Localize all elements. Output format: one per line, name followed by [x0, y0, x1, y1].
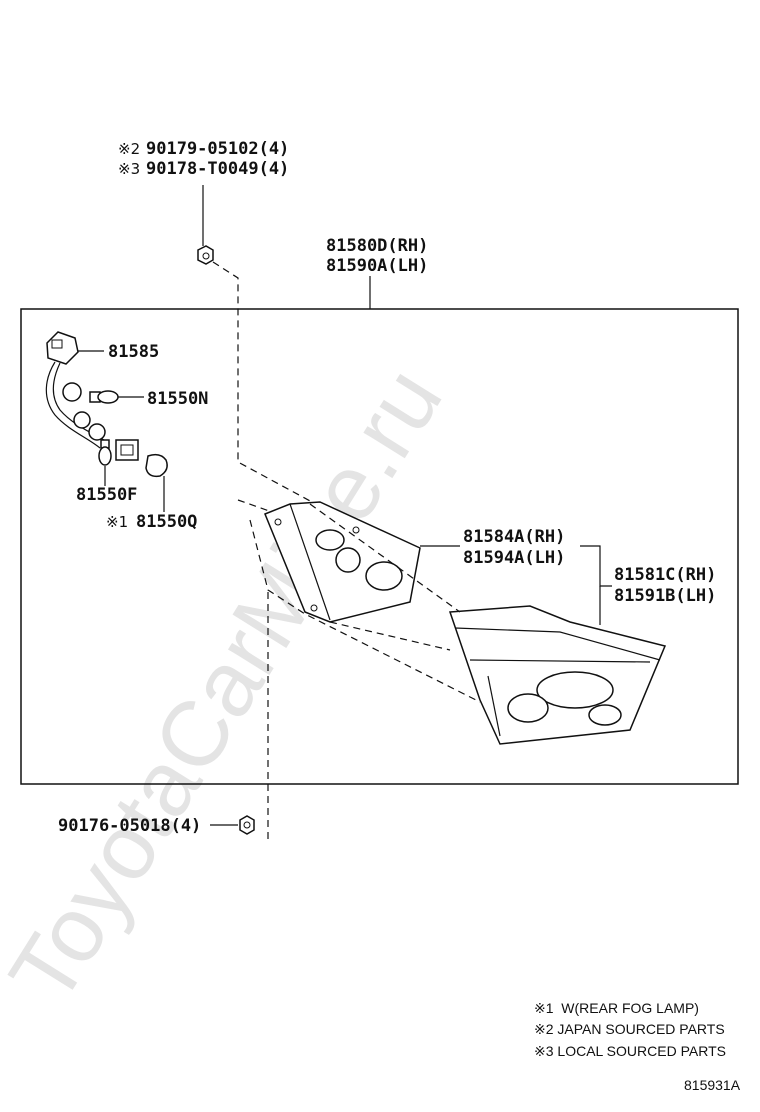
- top-nut-icon: [197, 245, 214, 265]
- callout-7-part-number: 81550F: [76, 485, 137, 505]
- bottom-nut-icon: [239, 815, 255, 835]
- bulb-81550f-icon: [98, 439, 112, 466]
- callout-5-part-number: 81585: [108, 342, 159, 362]
- callout-10-part-number: 81594A(LH): [463, 548, 565, 568]
- socket-icon: [115, 439, 139, 461]
- callout-8-part-number: 81550Q: [136, 512, 197, 532]
- callout-2-symbol: ※3: [118, 160, 140, 178]
- bulb-81550n-icon: [89, 390, 119, 404]
- dash-line-2: [309, 503, 461, 613]
- leader-81581c-link: [580, 545, 612, 587]
- callout-12-part-number: 81591B(LH): [614, 586, 716, 606]
- legend-note-1: ※1 W(REAR FOG LAMP): [534, 1000, 699, 1016]
- callout-6-part-number: 81550N: [147, 389, 208, 409]
- bulb-81550q-icon: [145, 453, 168, 478]
- dash-line-4: [329, 621, 451, 651]
- assembly-frame: [20, 308, 739, 785]
- callout-4-part-number: 81590A(LH): [326, 256, 428, 276]
- lamp-body-icon: [448, 605, 667, 745]
- callout-11-part-number: 81581C(RH): [614, 565, 716, 585]
- legend-note-2: ※2 JAPAN SOURCED PARTS: [534, 1021, 725, 1037]
- callout-1-symbol: ※2: [118, 140, 140, 158]
- dash-top-nut: [212, 261, 313, 503]
- callout-1-part-number: 90179-05102(4): [146, 139, 289, 159]
- watermark: ToyotaCarMine.ru: [0, 351, 462, 1021]
- callout-13-part-number: 90176-05018(4): [58, 816, 201, 836]
- callout-8-symbol: ※1: [106, 513, 128, 531]
- dash-line-3: [249, 519, 481, 703]
- wire-harness-icon: [45, 331, 106, 449]
- figure-id: 815931A: [684, 1077, 741, 1093]
- callout-3-part-number: 81580D(RH): [326, 236, 428, 256]
- dash-line-1: [237, 499, 273, 513]
- lamp-cover-icon: [264, 501, 421, 623]
- callout-2-part-number: 90178-T0049(4): [146, 159, 289, 179]
- legend-note-3: ※3 LOCAL SOURCED PARTS: [534, 1043, 726, 1059]
- callout-9-part-number: 81584A(RH): [463, 527, 565, 547]
